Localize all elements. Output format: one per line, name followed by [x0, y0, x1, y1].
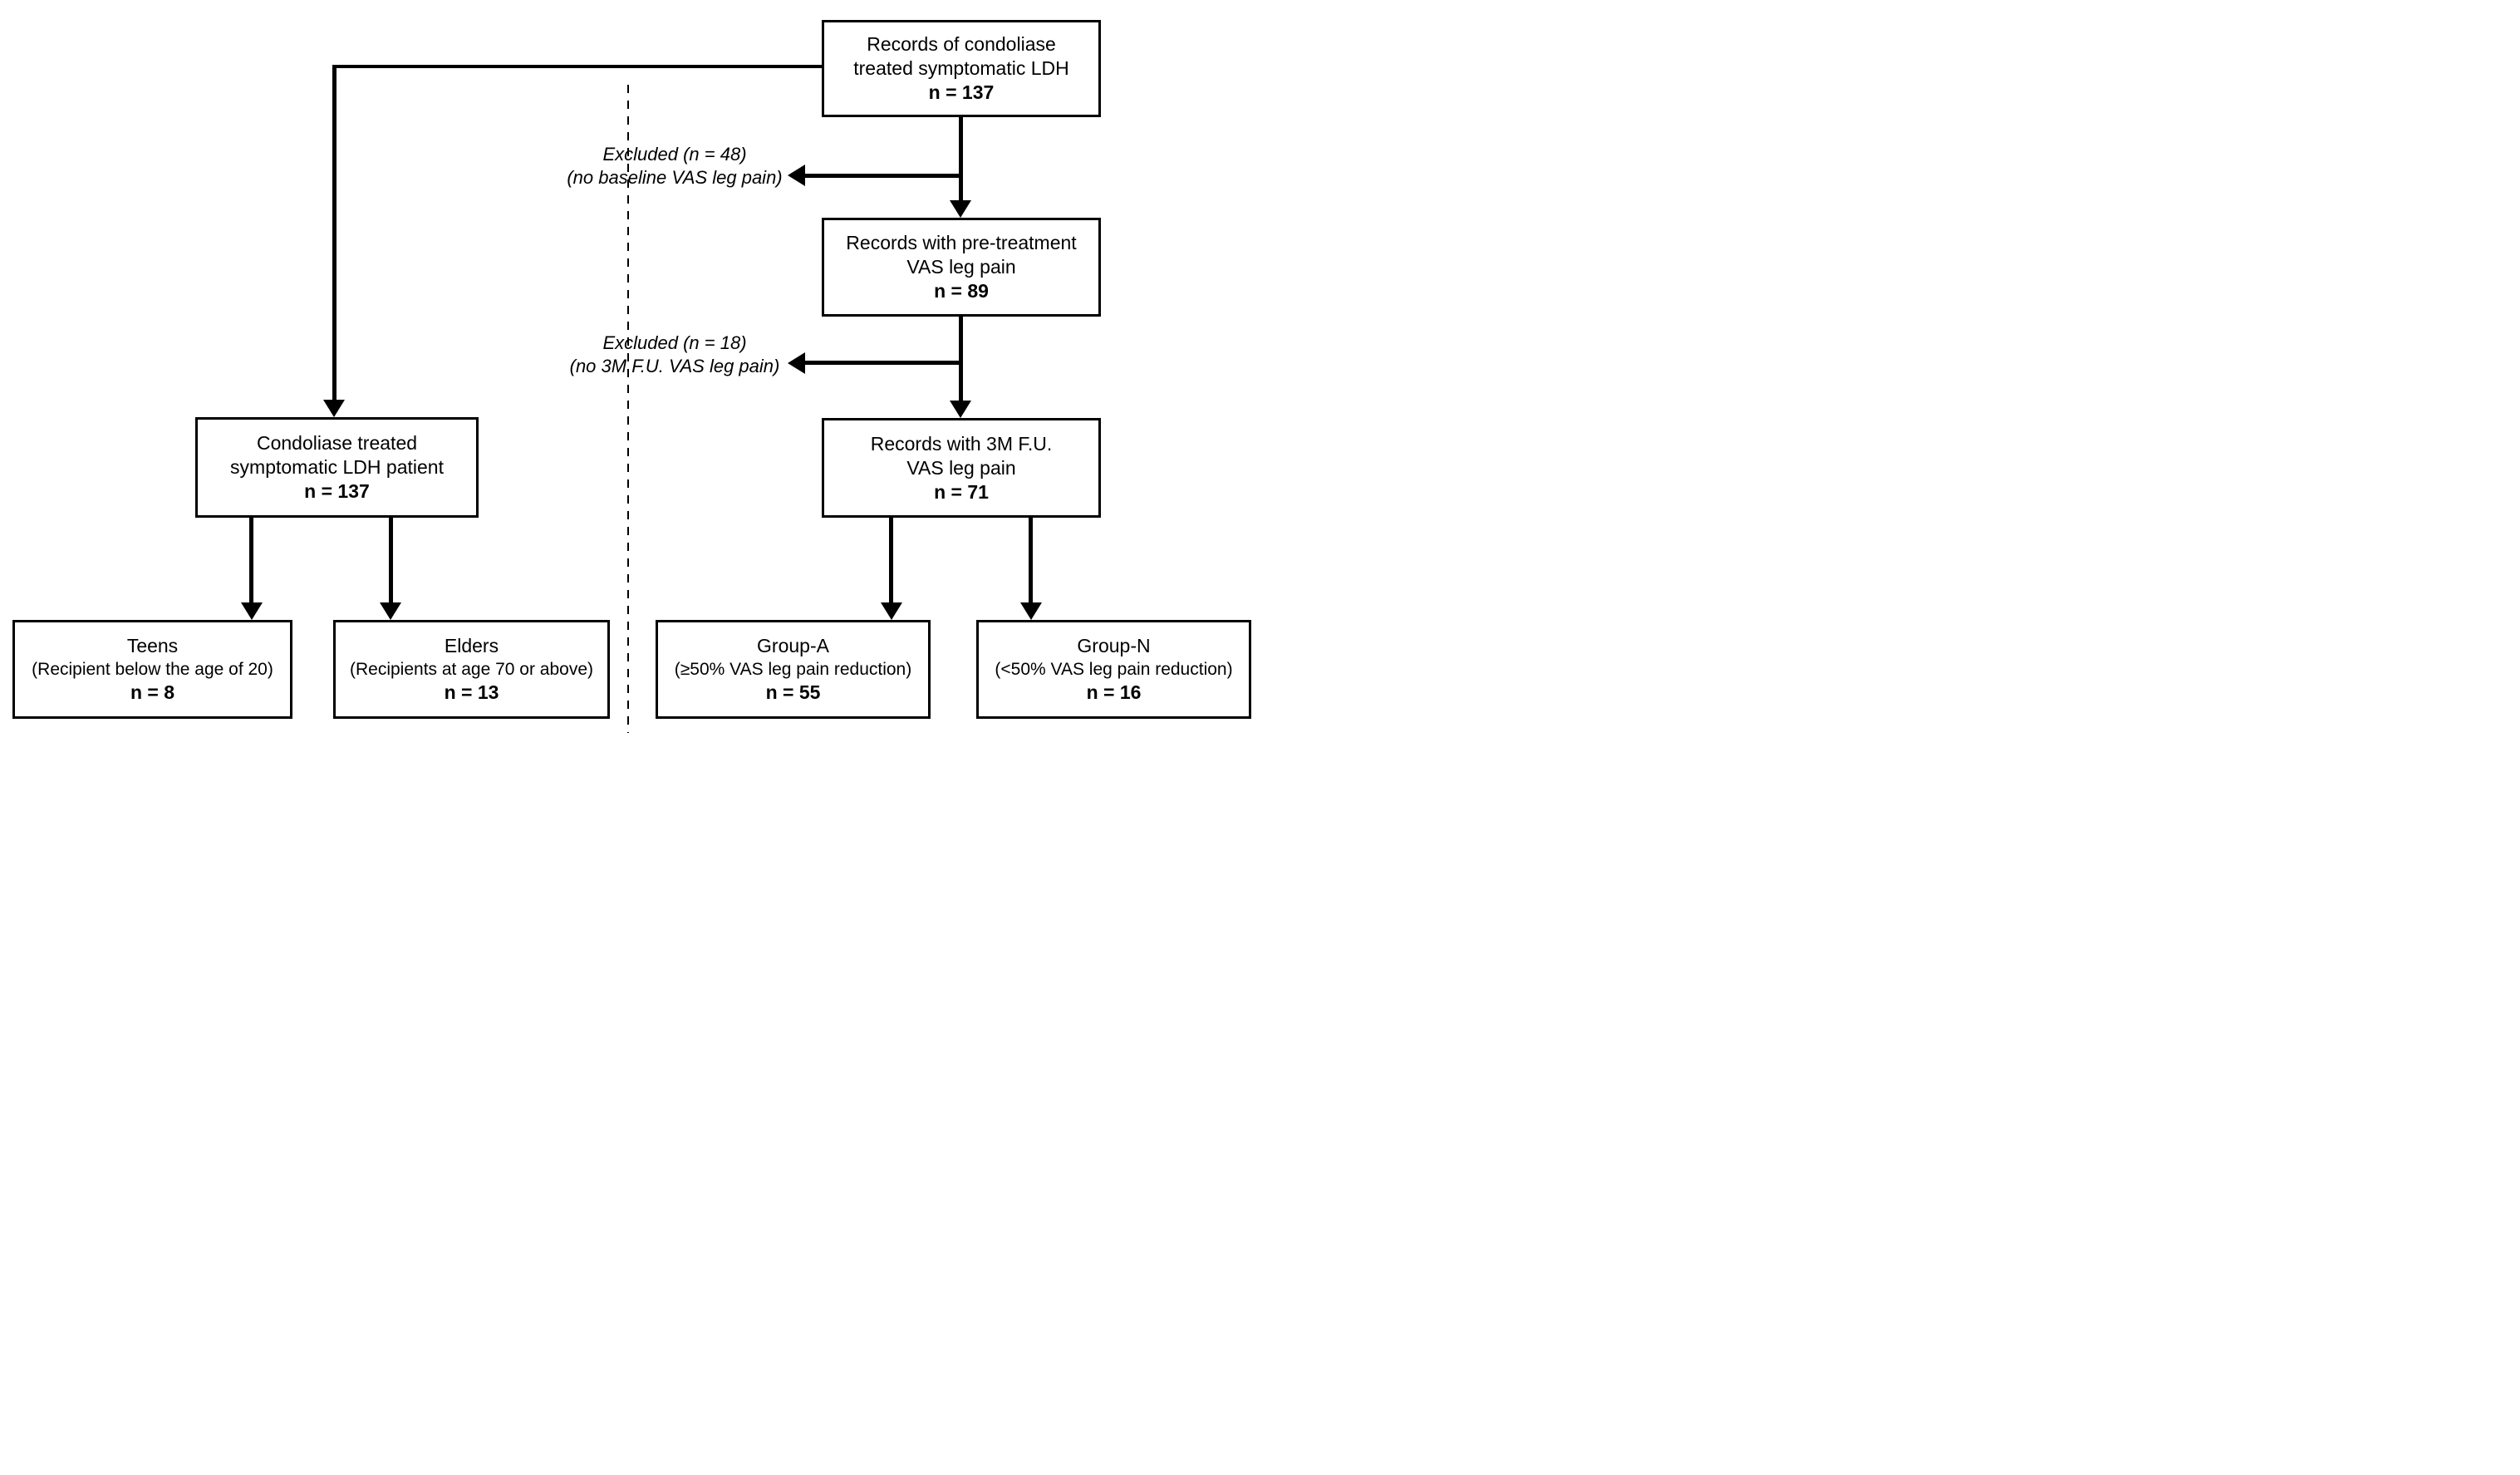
group-a-box-count: n = 55	[765, 681, 821, 703]
flow-box-group-n: Group-N (<50% VAS leg pain reduction) n …	[976, 620, 1251, 719]
exclusion1-line2: (no baseline VAS leg pain)	[567, 167, 783, 188]
patient-flow-diagram: Excluded (n = 48) (no baseline VAS leg p…	[0, 0, 1260, 738]
down-arrowhead-patient-box	[323, 400, 345, 417]
flow-box-teens: Teens (Recipient below the age of 20) n …	[12, 620, 292, 719]
flow-box-pretreatment: Records with pre-treatment VAS leg pain …	[822, 218, 1101, 317]
records-box-line1: Records of condoliase	[867, 33, 1056, 55]
group-a-box-title: Group-A	[757, 635, 829, 656]
group-a-box-subtitle: (≥50% VAS leg pain reduction)	[674, 660, 912, 679]
flow-line-pretreatment-to-followup	[959, 315, 963, 401]
group-n-box-count: n = 16	[1086, 681, 1142, 703]
elders-box-title: Elders	[444, 635, 499, 656]
patient-box-count: n = 137	[304, 480, 370, 502]
pretreatment-box-line2: VAS leg pain	[906, 256, 1016, 278]
down-arrowhead-pretreatment-box	[950, 200, 971, 218]
down-arrowhead-group-n-box	[1020, 602, 1042, 620]
followup-box-line2: VAS leg pain	[906, 456, 1016, 479]
exclusion2-line1: Excluded (n = 18)	[602, 332, 747, 353]
flow-line-followup-to-group-n	[1029, 515, 1033, 604]
flow-box-records: Records of condoliase treated symptomati…	[822, 20, 1101, 117]
flow-box-followup: Records with 3M F.U. VAS leg pain n = 71	[822, 418, 1101, 518]
elbow-line-vertical	[332, 65, 336, 401]
flow-box-group-a: Group-A (≥50% VAS leg pain reduction) n …	[656, 620, 931, 719]
down-arrowhead-teens-box	[241, 602, 263, 620]
followup-box-line1: Records with 3M F.U.	[870, 432, 1053, 455]
pretreatment-box-count: n = 89	[934, 280, 989, 302]
pretreatment-box-line1: Records with pre-treatment	[846, 232, 1077, 253]
exclusion2-note: Excluded (n = 18) (no 3M F.U. VAS leg pa…	[533, 332, 816, 378]
flow-box-patient: Condoliase treated symptomatic LDH patie…	[195, 417, 479, 518]
elders-box-count: n = 13	[444, 681, 499, 703]
records-box-count: n = 137	[928, 81, 995, 103]
flow-line-records-to-pretreatment	[959, 116, 963, 202]
elbow-line-horizontal	[332, 65, 822, 68]
flow-line-patient-to-teens	[249, 515, 253, 604]
flow-line-patient-to-elders	[389, 515, 393, 604]
patient-box-line1: Condoliase treated	[256, 432, 418, 454]
down-arrowhead-elders-box	[380, 602, 401, 620]
records-box-line2: treated symptomatic LDH	[853, 57, 1069, 79]
exclusion1-arrow-shaft	[803, 174, 961, 178]
patient-box-line2: symptomatic LDH patient	[230, 456, 444, 478]
exclusion2-line2: (no 3M F.U. VAS leg pain)	[569, 356, 780, 376]
group-n-box-subtitle: (<50% VAS leg pain reduction)	[995, 660, 1233, 679]
exclusion1-line1: Excluded (n = 48)	[602, 144, 747, 165]
flow-line-followup-to-group-a	[889, 515, 893, 604]
elders-box-subtitle: (Recipients at age 70 or above)	[349, 660, 593, 679]
teens-box-count: n = 8	[130, 681, 175, 703]
down-arrowhead-followup-box	[950, 401, 971, 418]
left-arrowhead-exclusion2	[788, 352, 805, 374]
teens-box-title: Teens	[126, 635, 179, 656]
teens-box-subtitle: (Recipient below the age of 20)	[32, 660, 273, 679]
exclusion1-note: Excluded (n = 48) (no baseline VAS leg p…	[533, 143, 816, 189]
exclusion2-arrow-shaft	[803, 361, 961, 365]
dashed-divider	[627, 85, 629, 733]
left-arrowhead-exclusion1	[788, 165, 805, 186]
group-n-box-title: Group-N	[1077, 635, 1151, 656]
followup-box-count: n = 71	[934, 480, 989, 503]
flow-box-elders: Elders (Recipients at age 70 or above) n…	[333, 620, 610, 719]
down-arrowhead-group-a-box	[881, 602, 902, 620]
